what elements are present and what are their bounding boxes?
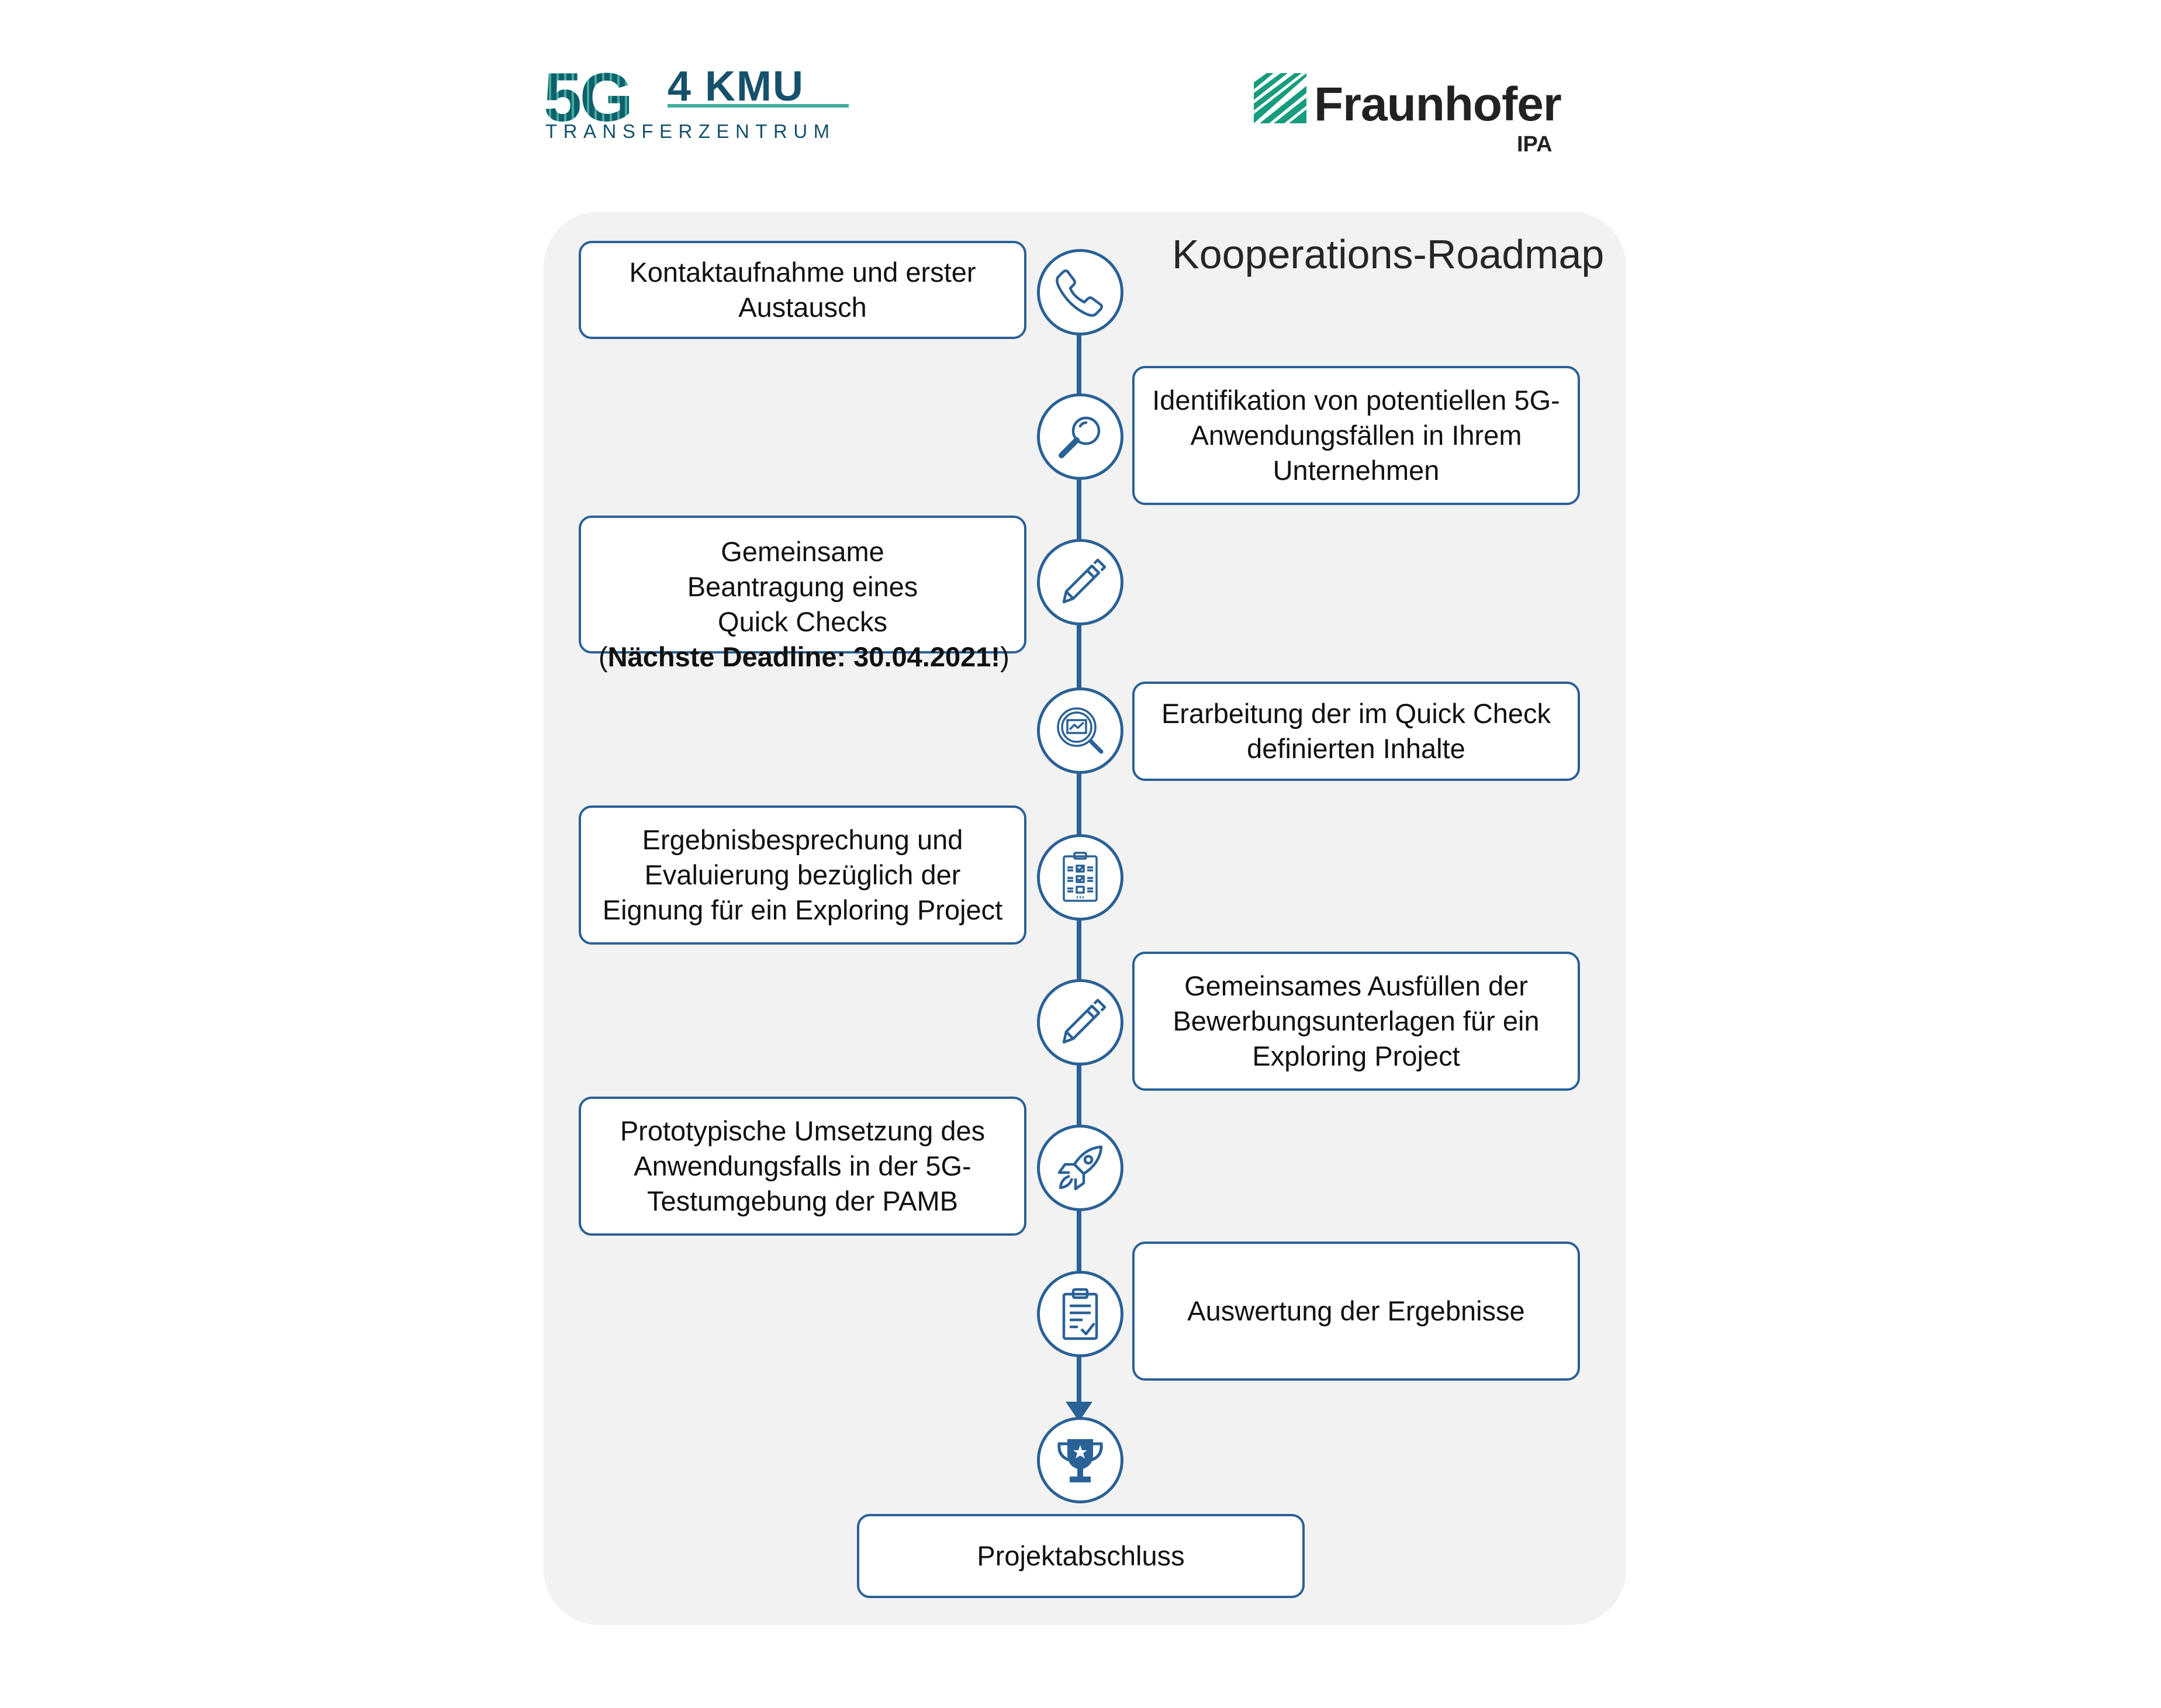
trophy-icon xyxy=(1057,1439,1103,1482)
step-5-text: Ergebnisbesprechung und Evaluierung bezü… xyxy=(602,824,1003,925)
logo-5g-text: 5G xyxy=(544,59,633,136)
fraunhofer-name: Fraunhofer xyxy=(1314,78,1562,131)
step-2-box: Identifikation von potentiellen 5G-Anwen… xyxy=(1132,366,1580,505)
fraunhofer-ipa: IPA xyxy=(1517,132,1553,157)
step-2-node xyxy=(1037,393,1123,480)
step-5-box: Ergebnisbesprechung und Evaluierung bezü… xyxy=(579,805,1026,945)
checklist-icon xyxy=(1063,852,1098,902)
step-3-close-paren: ) xyxy=(1000,641,1009,672)
rocket-icon xyxy=(1057,1145,1103,1191)
step-8-node xyxy=(1037,1271,1123,1357)
step-6-box: Gemeinsames Ausfüllen der Bewerbungsunte… xyxy=(1132,952,1580,1091)
magnifier-icon xyxy=(1059,416,1101,458)
step-4-box: Erarbeitung der im Quick Check definiert… xyxy=(1132,682,1580,781)
step-3-text: Gemeinsame Beantragung eines Quick Check… xyxy=(687,536,918,637)
step-6-node xyxy=(1037,979,1123,1066)
step-7-text: Prototypische Umsetzung des Anwendungsfa… xyxy=(620,1115,986,1216)
phone-icon xyxy=(1056,269,1103,317)
step-3-box: Gemeinsame Beantragung eines Quick Check… xyxy=(579,516,1026,672)
step-7-node xyxy=(1037,1125,1123,1211)
step-4-text: Erarbeitung der im Quick Check definiert… xyxy=(1161,698,1551,764)
step-8-box: Auswertung der Ergebnisse xyxy=(1132,1242,1580,1381)
fraunhofer-logo-icon xyxy=(1254,73,1306,123)
step-2-text: Identifikation von potentiellen 5G-Anwen… xyxy=(1152,385,1560,486)
clipboard-check-icon xyxy=(1062,1288,1098,1340)
step-5-node xyxy=(1037,834,1123,921)
step-8-text: Auswertung der Ergebnisse xyxy=(1187,1295,1525,1326)
step-1-box: Kontaktaufnahme und erster Austausch xyxy=(579,241,1026,339)
step-3-deadline-line: (Nächste Deadline: 30.04.2021!) xyxy=(599,639,1009,675)
step-6-text: Gemeinsames Ausfüllen der Bewerbungsunte… xyxy=(1173,970,1540,1071)
pen-icon xyxy=(1062,558,1107,604)
final-node xyxy=(1037,1417,1123,1503)
step-3-node xyxy=(1037,539,1123,625)
analysis-icon xyxy=(1057,707,1104,754)
step-1-node xyxy=(1037,249,1123,336)
step-7-box: Prototypische Umsetzung des Anwendungsfa… xyxy=(579,1097,1026,1236)
logo-4kmu-text: 4 KMU xyxy=(668,63,805,110)
final-text: Projektabschluss xyxy=(977,1540,1185,1571)
final-box: Projektabschluss xyxy=(857,1514,1305,1598)
step-3-open-paren: ( xyxy=(599,641,608,672)
pen-icon xyxy=(1062,998,1107,1044)
step-4-node xyxy=(1037,687,1123,774)
logo-subtitle: TRANSFERZENTRUM xyxy=(545,120,836,142)
roadmap-title: Kooperations-Roadmap xyxy=(1172,231,1605,277)
step-3-deadline: Nächste Deadline: 30.04.2021! xyxy=(607,641,1001,672)
step-1-text: Kontaktaufnahme und erster Austausch xyxy=(629,257,976,323)
logo-underline xyxy=(668,104,849,108)
